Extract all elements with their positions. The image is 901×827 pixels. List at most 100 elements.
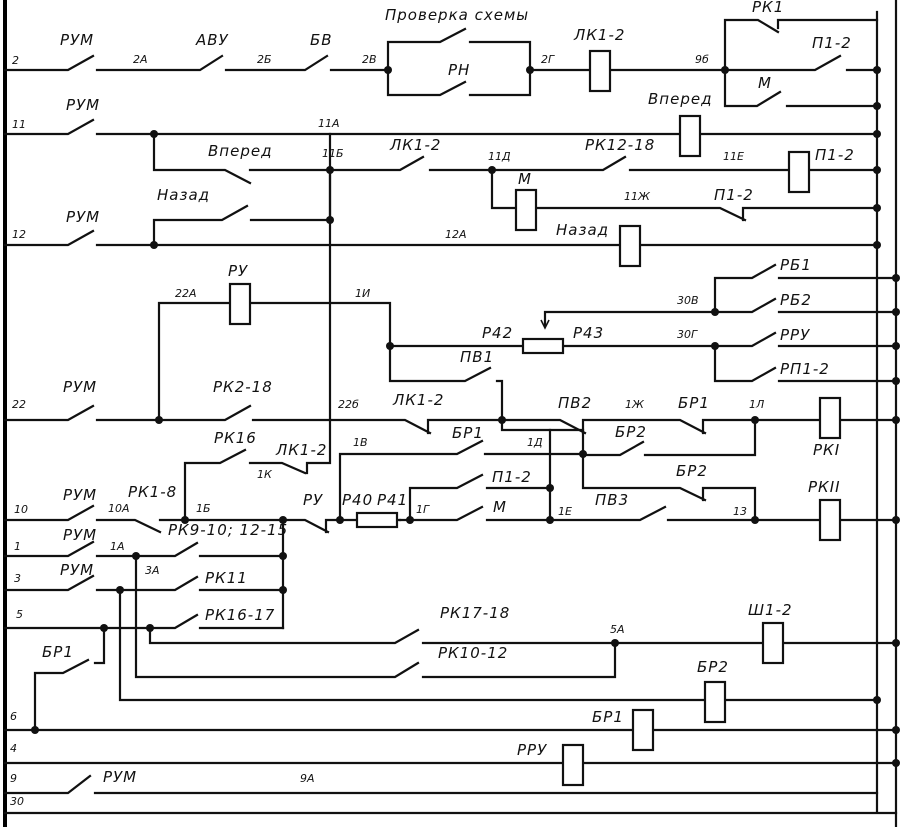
wire-11E: 11Е: [723, 150, 744, 163]
coil-label-sh1-2: Ш1-2: [748, 601, 793, 619]
contact-rum-10: РУМ: [63, 486, 97, 504]
resistor-r42-r43: [521, 337, 565, 355]
wire-1D: 1Д: [527, 436, 543, 449]
coil-ru: [228, 282, 252, 326]
coil-label-rkII: РКII: [808, 478, 841, 496]
wire-1A: 1А: [110, 540, 125, 553]
resistor-label-r41: Р41: [377, 491, 408, 509]
coil-label-p1-2: П1-2: [815, 146, 855, 164]
row-11: РУМ 11А Вперед Вперед 11Б ЛК1-2 11Д РК12…: [3, 90, 881, 232]
row-10: РУМ 10А РК1-8 1Б РК9-10; 12-15 РУ Р40 Р4…: [3, 483, 430, 630]
bus-label-3: 3: [14, 572, 21, 585]
coil-m: [514, 188, 538, 232]
coil-nazad: [618, 224, 642, 268]
contact-p1-2-11zh: П1-2: [714, 186, 754, 204]
bus-label-30: 30: [10, 795, 24, 808]
resistor-label-r42: Р42: [482, 324, 513, 342]
contact-p1-2-1g: П1-2: [492, 468, 532, 486]
contact-ru-1b: РУ: [303, 491, 323, 509]
rk16-branch: РК16 ЛК1-2 1К: [183, 418, 332, 522]
wire-2G: 2Г: [541, 53, 555, 66]
wire-12A: 12А: [445, 228, 467, 241]
contact-rum-2: РУМ: [60, 31, 94, 49]
coil-rkII: [818, 498, 842, 542]
wire-1V: 1В: [353, 436, 368, 449]
wire-1G: 1Г: [416, 503, 430, 516]
contact-avu: АВУ: [195, 31, 229, 49]
wire-1I: 1И: [355, 287, 370, 300]
contact-m-top: М: [758, 74, 772, 92]
wire-5A: 5А: [610, 623, 625, 636]
wire-2B: 2Б: [257, 53, 272, 66]
contact-rum-3: РУМ: [60, 561, 94, 579]
coil-sh1-2: [761, 621, 785, 665]
coil-lk1-2: [588, 49, 612, 93]
contact-lk1-2-11: ЛК1-2: [389, 136, 441, 154]
contact-rk1: РК1: [752, 0, 784, 16]
contact-rp1-2: РП1-2: [780, 360, 830, 378]
bus-label-11: 11: [12, 118, 26, 131]
coil-br2: [703, 680, 727, 724]
contact-lk1-2-1k: ЛК1-2: [275, 441, 327, 459]
contact-rk10-12: РК10-12: [438, 644, 508, 662]
contact-rum-22: РУМ: [63, 378, 97, 396]
coil-label-nazad: Назад: [556, 221, 609, 239]
contact-rk12-18: РК12-18: [585, 136, 655, 154]
coil-label-vpered: Вперед: [648, 90, 712, 108]
bus-label-1: 1: [14, 540, 21, 553]
wire-11Zh: 11Ж: [624, 190, 651, 203]
bus-label-5: 5: [16, 608, 23, 621]
contact-rum-9: РУМ: [103, 768, 137, 786]
contact-br1-1zh: БР1: [678, 394, 710, 412]
wire-2V: 2В: [362, 53, 377, 66]
coil-label-br2: БР2: [697, 658, 729, 676]
rb-rru-section: РБ1 РБ2 30В Р42 Р43 30Г РРУ РП1-2: [388, 256, 900, 385]
contact-rk1-8: РК1-8: [128, 483, 177, 501]
contact-rk16: РК16: [214, 429, 257, 447]
wire-30V: 30В: [677, 294, 699, 307]
bus-label-6: 6: [10, 710, 17, 723]
coil-label-rru: РРУ: [517, 741, 547, 759]
contact-br1-6: БР1: [42, 643, 74, 661]
wire-1E: 1Е: [558, 505, 572, 518]
contact-nazad: Назад: [157, 186, 210, 204]
contact-pv1: ПВ1: [460, 348, 494, 366]
bus-label-12: 12: [12, 228, 26, 241]
bus-label-2: 2: [12, 54, 19, 67]
p40-block: 1В БР1 1Д П1-2 М 1Е ПВ3 БР2 13 РКII: [338, 424, 900, 542]
resistor-label-r40: Р40: [342, 491, 373, 509]
ru-coil-loop: РУ 22А 1И ПВ1: [157, 262, 504, 422]
contact-br2-1d: БР2: [615, 423, 647, 441]
coil-label-br1: БР1: [592, 708, 624, 726]
contact-rk16-17: РК16-17: [205, 606, 275, 624]
contact-pv3: ПВ3: [595, 491, 629, 509]
contact-rb1: РБ1: [780, 256, 812, 274]
wire-13: 13: [733, 505, 747, 518]
wire-1B: 1Б: [196, 502, 211, 515]
wire-11A: 11А: [318, 117, 340, 130]
contact-lk1-2-22: ЛК1-2: [392, 391, 444, 409]
diagram-title: Проверка схемы: [385, 6, 529, 24]
contact-rk11: РК11: [205, 569, 248, 587]
contact-rb2: РБ2: [780, 291, 812, 309]
contact-rk17-18: РК17-18: [440, 604, 510, 622]
coil-vpered: [678, 114, 702, 158]
wire-9b: 9б: [695, 53, 709, 66]
rows-1-3-5: РУМ 1А РУМ 3А РК11 РК16-17: [3, 526, 898, 732]
bus-label-10: 10: [14, 503, 28, 516]
contact-rk9-10-12-15: РК9-10; 12-15: [168, 521, 288, 539]
contact-rum-12: РУМ: [66, 208, 100, 226]
wire-9A: 9А: [300, 772, 315, 785]
wire-22A: 22А: [175, 287, 197, 300]
wire-1K: 1К: [257, 468, 273, 481]
wire-2A: 2А: [133, 53, 148, 66]
contact-br2-13: БР2: [676, 462, 708, 480]
wire-30G: 30Г: [677, 328, 698, 341]
wire-1L: 1Л: [749, 398, 764, 411]
row-22: РУМ РК2-18 22б ЛК1-2 ПВ2 1Ж БР1 1Л РКI Б…: [3, 378, 900, 459]
coil-p1-2: [787, 150, 811, 194]
lower-coils: БР1 РК17-18 РК10-12 5А Ш1-2 БР2 БР1 РРУ …: [3, 601, 900, 815]
contact-rum-1: РУМ: [63, 526, 97, 544]
contact-m-1g: М: [493, 498, 507, 516]
